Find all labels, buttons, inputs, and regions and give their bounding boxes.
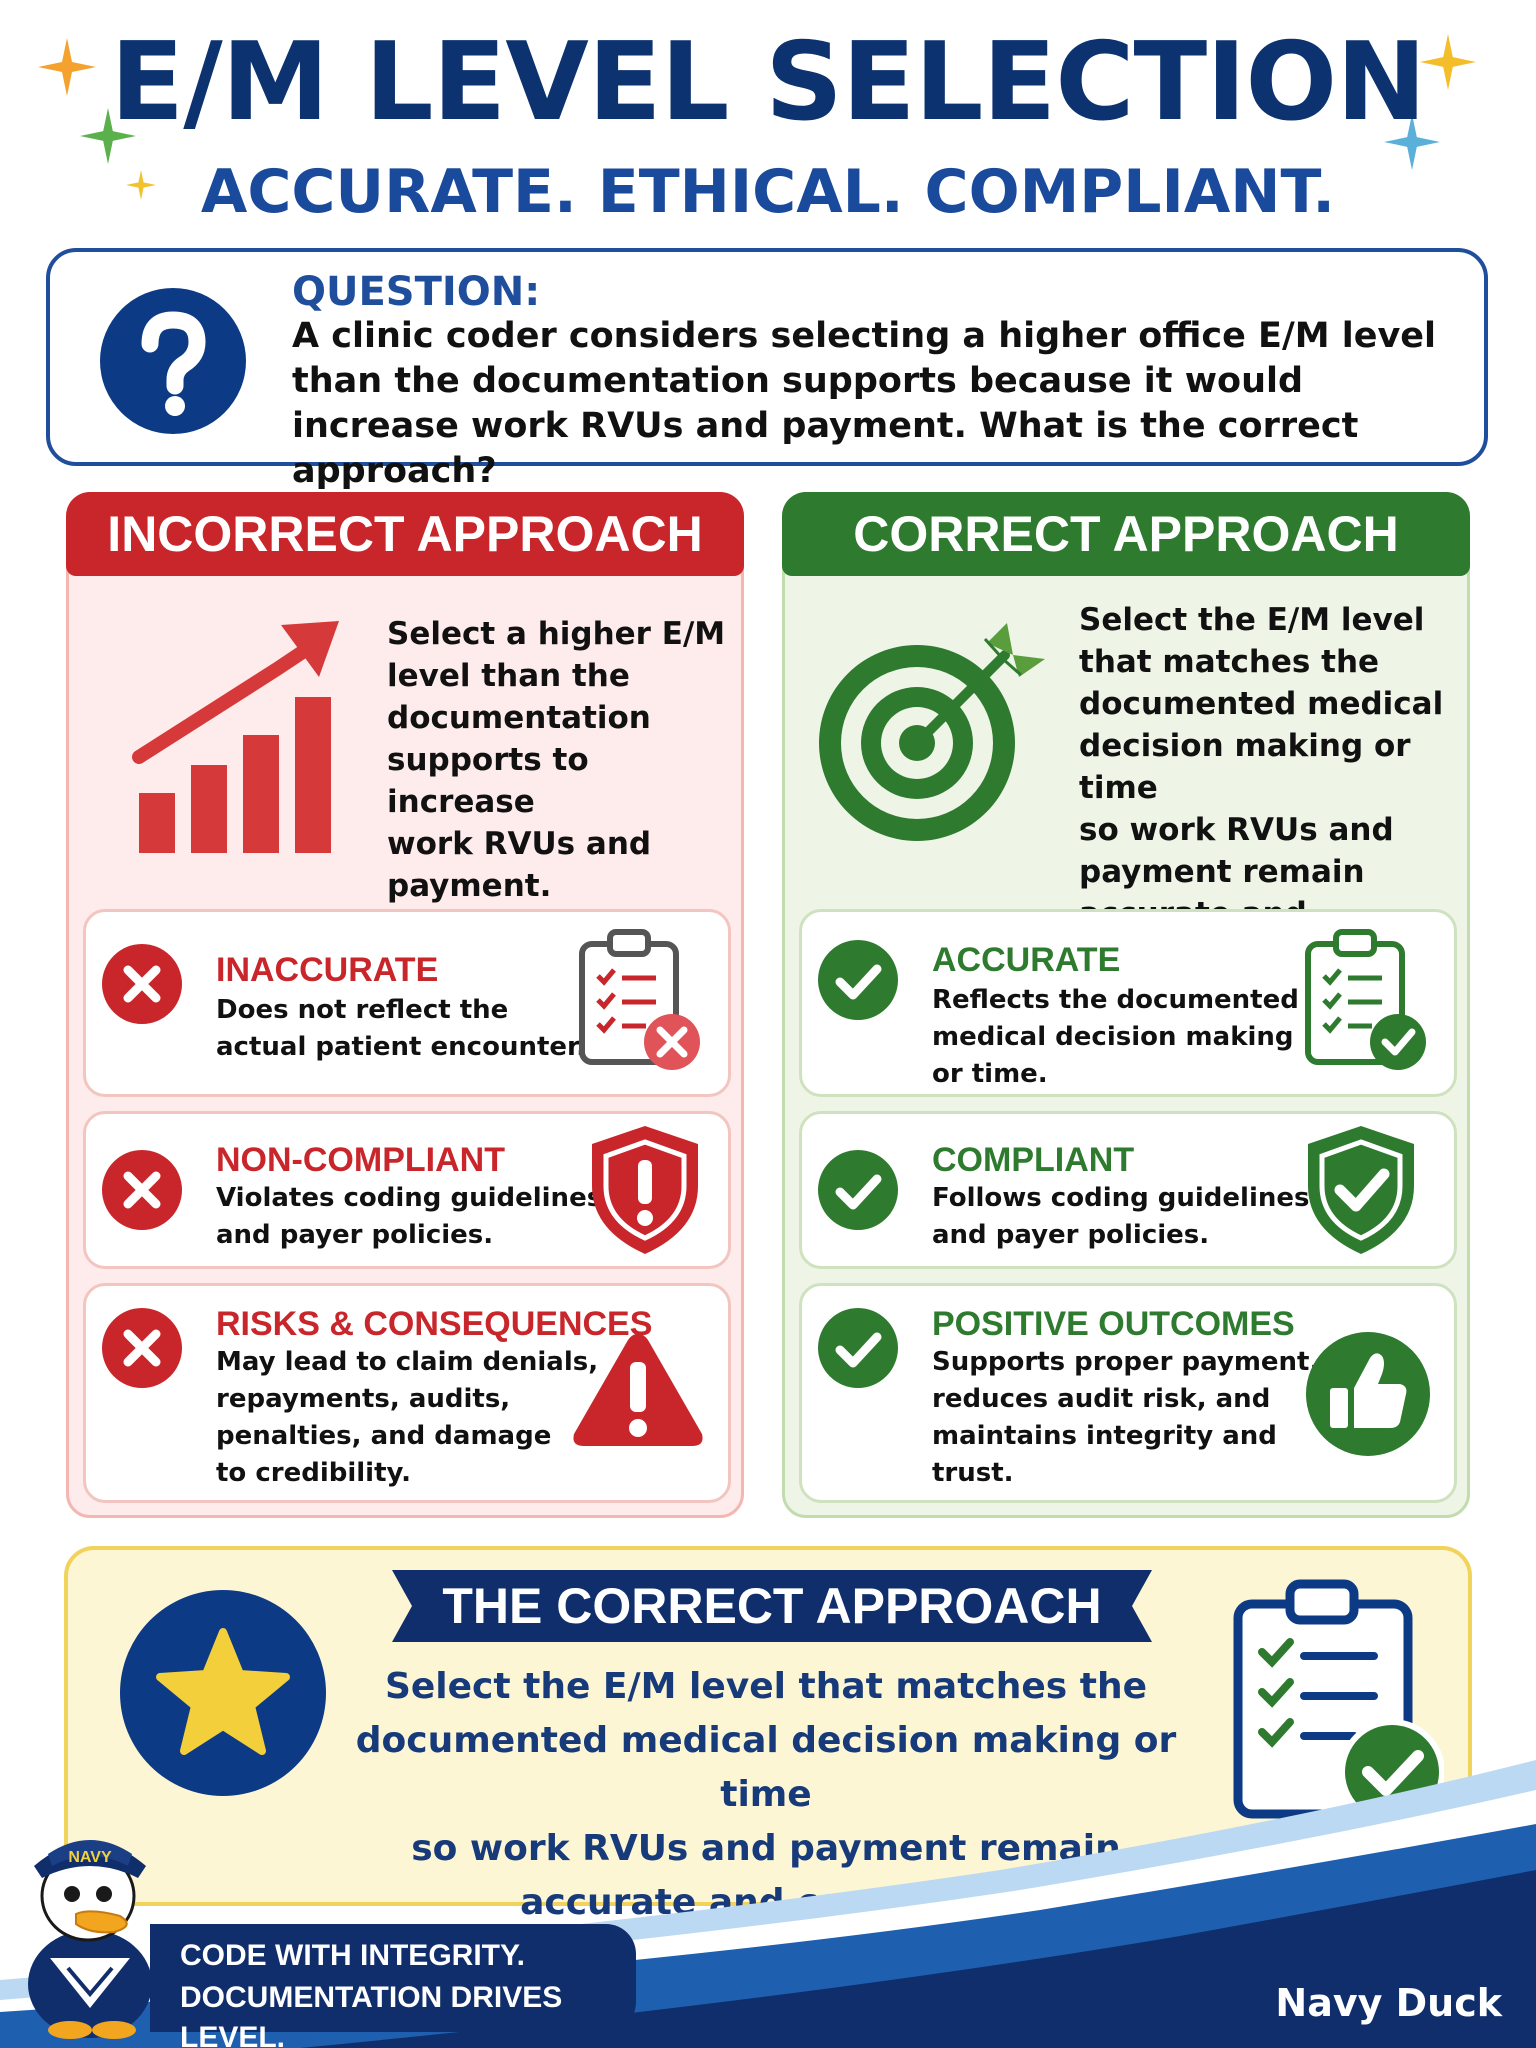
inaccurate-card: INACCURATE Does not reflect the actual p… [83, 909, 731, 1097]
card-title: COMPLIANT [932, 1141, 1135, 1179]
clipboard-check-icon [1233, 1579, 1444, 1825]
x-circle-icon [102, 944, 182, 1024]
risks-consequences-card: RISKS & CONSEQUENCES May lead to claim d… [83, 1283, 731, 1503]
card-text: Does not reflect the actual patient enco… [216, 995, 587, 1062]
star-icon [120, 1590, 326, 1796]
target-arrow-icon [819, 623, 1045, 841]
x-circle-icon [102, 1308, 182, 1388]
summary-banner-label: THE CORRECT APPROACH [442, 1578, 1102, 1634]
correct-approach-panel: CORRECT APPROACH Select the E/M level th… [782, 492, 1470, 1518]
x-circle-icon [102, 1150, 182, 1230]
question-label: QUESTION: [292, 269, 541, 315]
question-text: A clinic coder considers selecting a hig… [292, 316, 1437, 491]
card-title: RISKS & CONSEQUENCES [216, 1305, 653, 1343]
incorrect-approach-description: Select a higher E/M level than the docum… [387, 616, 726, 904]
non-compliant-card: NON-COMPLIANT Violates coding guidelines… [83, 1111, 731, 1269]
correct-approach-header: CORRECT APPROACH [782, 492, 1470, 576]
question-mark-icon [100, 288, 246, 434]
sparkle-icon [126, 170, 156, 200]
page-title: E/M LEVEL SELECTION [110, 20, 1426, 145]
mascot-cap-text: NAVY [68, 1849, 112, 1866]
check-circle-icon [818, 1150, 898, 1230]
card-title: POSITIVE OUTCOMES [932, 1305, 1295, 1343]
card-title: ACCURATE [932, 941, 1121, 979]
summary-banner [392, 1570, 1152, 1642]
warning-triangle-icon [573, 1334, 703, 1446]
shield-exclamation-icon [592, 1126, 698, 1254]
accurate-card: ACCURATE Reflects the documented medical… [799, 909, 1457, 1097]
card-text: Follows coding guidelines and payer poli… [932, 1183, 1310, 1250]
card-text: Supports proper payment, reduces audit r… [932, 1347, 1320, 1488]
sparkle-icon [1384, 114, 1440, 170]
compliant-card: COMPLIANT Follows coding guidelines and … [799, 1111, 1457, 1269]
card-text: May lead to claim denials, repayments, a… [216, 1347, 599, 1488]
navy-duck-mascot: NAVY [28, 1840, 152, 2039]
card-text: Violates coding guidelines and payer pol… [216, 1183, 603, 1250]
page-subtitle: ACCURATE. ETHICAL. COMPLIANT. [200, 157, 1336, 227]
brand-name: Navy Duck [1275, 1981, 1502, 2025]
tagline-banner: CODE WITH INTEGRITY. DOCUMENTATION DRIVE… [150, 1924, 636, 2048]
incorrect-approach-header: INCORRECT APPROACH [66, 492, 744, 576]
shield-check-icon [1308, 1126, 1414, 1254]
check-circle-icon [818, 940, 898, 1020]
clipboard-x-icon [579, 929, 700, 1070]
sparkle-icon [1420, 34, 1476, 90]
card-text: Reflects the documented medical decision… [932, 985, 1299, 1089]
card-title: INACCURATE [216, 951, 439, 989]
tagline-line: CODE WITH INTEGRITY. [180, 1939, 525, 1972]
incorrect-approach-panel: INCORRECT APPROACH Select a higher E/M l… [66, 492, 744, 1518]
clipboard-check-icon [1305, 929, 1426, 1070]
question-box: QUESTION: A clinic coder considers selec… [46, 248, 1488, 491]
rising-bar-chart-icon [132, 621, 339, 853]
positive-outcomes-card: POSITIVE OUTCOMES Supports proper paymen… [799, 1283, 1457, 1503]
sparkle-icon [38, 38, 96, 96]
sparkle-icon [80, 108, 136, 164]
tagline-line: DOCUMENTATION DRIVES LEVEL. [180, 1981, 563, 2048]
card-title: NON-COMPLIANT [216, 1141, 505, 1179]
check-circle-icon [818, 1308, 898, 1388]
thumbs-up-icon [1306, 1332, 1430, 1456]
